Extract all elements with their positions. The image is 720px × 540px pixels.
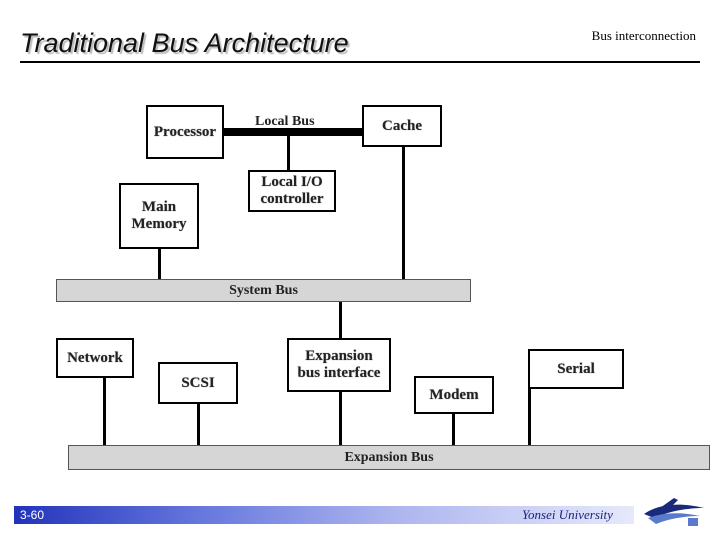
main-memory-connector (158, 248, 161, 280)
main-memory-box: Main Memory (119, 183, 199, 249)
footer-bar (14, 506, 634, 524)
cache-connector (402, 146, 405, 280)
serial-connector (528, 388, 531, 446)
scsi-connector (197, 402, 200, 446)
university-name: Yonsei University (522, 507, 613, 522)
expansion-bus: Expansion Bus (68, 445, 710, 470)
local-bus-label: Local Bus (255, 114, 315, 129)
expansion-interface-lower-connector (339, 390, 342, 446)
section-subtitle: Bus interconnection (591, 28, 696, 43)
page-number: 3-60 (20, 508, 45, 522)
network-box: Network (56, 338, 134, 378)
local-io-controller-box: Local I/O controller (248, 170, 336, 212)
cache-box: Cache (362, 105, 442, 147)
university-logo-icon (644, 498, 704, 526)
modem-box: Modem (414, 376, 494, 414)
local-bus-line (222, 128, 364, 136)
scsi-box: SCSI (158, 362, 238, 404)
title-divider (20, 61, 700, 63)
page-title: Traditional Bus Architecture (20, 28, 349, 58)
local-io-connector (287, 136, 290, 172)
expansion-bus-interface-box: Expansion bus interface (287, 338, 391, 392)
network-connector (103, 376, 106, 446)
system-bus: System Bus (56, 279, 471, 302)
modem-connector (452, 412, 455, 446)
expansion-interface-connector (339, 302, 342, 340)
serial-box: Serial (528, 349, 624, 389)
processor-box: Processor (146, 105, 224, 159)
